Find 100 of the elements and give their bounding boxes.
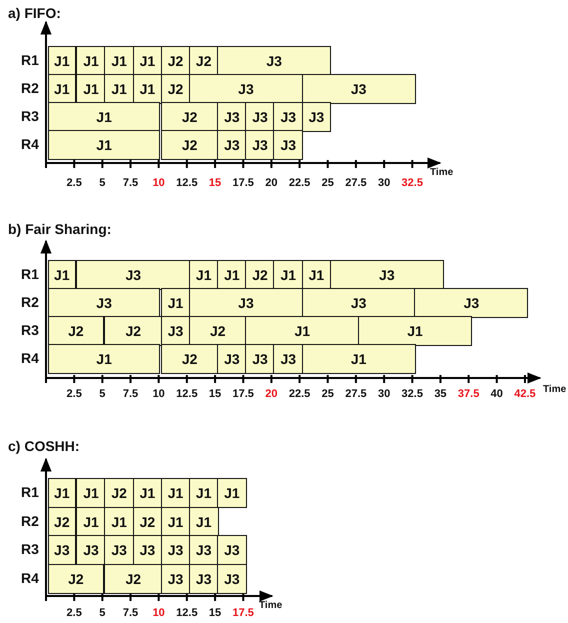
- tick-label: 5: [99, 389, 106, 400]
- axis-label: Time: [543, 385, 566, 395]
- tick-label: 7.5: [122, 389, 138, 400]
- task-block: J1: [132, 478, 162, 508]
- tick-label: 5: [99, 608, 106, 619]
- task-block: J2: [160, 130, 219, 160]
- task-block: J3: [273, 130, 304, 160]
- row-label: R1: [21, 485, 39, 500]
- panel-title: a) FIFO:: [8, 6, 61, 20]
- tick-label: 10: [152, 389, 165, 400]
- tick-label: 22.5: [288, 389, 310, 400]
- task-block: J2: [104, 564, 162, 594]
- tick-label: 20: [265, 178, 278, 189]
- tick-label: 5: [99, 178, 106, 189]
- task-block: J3: [76, 260, 190, 290]
- task-block: J3: [188, 74, 304, 104]
- task-block: J1: [188, 506, 219, 536]
- task-block: J3: [188, 535, 219, 565]
- task-block: J2: [160, 344, 219, 374]
- task-block: J1: [245, 316, 360, 346]
- task-block: J1: [104, 506, 134, 536]
- row-label: R1: [21, 267, 39, 281]
- task-block: J3: [76, 535, 106, 565]
- row-label: R2: [21, 295, 39, 309]
- row-label: R1: [21, 53, 39, 67]
- task-block: J3: [245, 130, 275, 160]
- row-label: R3: [21, 323, 39, 337]
- tick-label: 7.5: [122, 608, 138, 619]
- task-block: J1: [302, 344, 416, 374]
- tick-label: 17.5: [232, 389, 254, 400]
- task-block: J1: [48, 102, 160, 132]
- task-block: J3: [217, 344, 247, 374]
- task-block: J3: [188, 288, 304, 318]
- task-block: J1: [358, 316, 472, 346]
- row-label: R4: [21, 351, 39, 365]
- task-block: J1: [160, 288, 190, 318]
- task-block: J3: [160, 564, 190, 594]
- tick-label: 7.5: [122, 178, 138, 189]
- tick-label: 12.5: [176, 389, 198, 400]
- task-block: J1: [188, 478, 219, 508]
- task-block: J3: [48, 288, 160, 318]
- task-block: J2: [48, 506, 76, 536]
- task-block: J2: [104, 478, 134, 508]
- row-label: R4: [21, 137, 39, 151]
- task-block: J3: [217, 46, 332, 76]
- task-block: J3: [245, 344, 275, 374]
- task-block: J1: [273, 260, 304, 290]
- row-label: R2: [21, 514, 39, 528]
- task-block: J3: [217, 535, 247, 565]
- tick-label: 17.5: [232, 178, 254, 189]
- task-block: J1: [217, 478, 247, 508]
- task-block: J3: [217, 564, 247, 594]
- task-block: J1: [48, 74, 76, 104]
- tick-label: 22.5: [288, 178, 310, 189]
- axis-label: Time: [430, 168, 454, 178]
- task-block: J2: [188, 316, 247, 346]
- tick-label: 27.5: [345, 389, 367, 400]
- task-block: J3: [302, 288, 416, 318]
- tick-label: 40: [490, 389, 503, 400]
- task-block: J3: [302, 102, 332, 132]
- tick-label: 25: [322, 389, 334, 400]
- task-block: J3: [273, 344, 304, 374]
- tick-label: 15: [208, 608, 222, 619]
- task-block: J1: [48, 260, 76, 290]
- task-block: J2: [48, 316, 104, 346]
- tick-label: 2.5: [66, 178, 82, 189]
- row-label: R2: [21, 81, 39, 95]
- row-label: R3: [21, 542, 39, 556]
- task-block: J3: [302, 74, 416, 104]
- task-block: J3: [217, 130, 247, 160]
- panel-title: b) Fair Sharing:: [8, 222, 112, 236]
- tick-label: 37.5: [458, 389, 480, 400]
- tick-label: 15: [208, 389, 222, 400]
- tick-label: 30: [378, 178, 390, 189]
- tick-label: 10: [152, 178, 165, 189]
- tick-label: 42.5: [514, 389, 536, 400]
- task-block: J1: [104, 46, 134, 76]
- task-block: J2: [48, 564, 104, 594]
- tick-label: 27.5: [345, 178, 367, 189]
- task-block: J3: [330, 260, 444, 290]
- tick-label: 30: [378, 389, 390, 400]
- row-label: R4: [21, 570, 39, 585]
- tick-label: 25: [322, 178, 334, 189]
- task-block: J1: [48, 344, 160, 374]
- axis-label: Time: [259, 601, 282, 611]
- task-block: J3: [188, 564, 219, 594]
- tick-label: 32.5: [402, 178, 423, 189]
- task-block: J1: [160, 478, 190, 508]
- task-block: J3: [132, 535, 162, 565]
- tick-label: 12.5: [176, 608, 198, 619]
- task-block: J3: [160, 535, 190, 565]
- task-block: J3: [414, 288, 528, 318]
- tick-label: 35: [434, 389, 447, 400]
- panel-title: c) COSHH:: [8, 439, 80, 453]
- task-block: J1: [104, 74, 134, 104]
- task-block: J2: [104, 316, 162, 346]
- task-block: J1: [48, 46, 76, 76]
- tick-label: 2.5: [66, 608, 82, 619]
- task-block: J1: [48, 478, 76, 508]
- task-block: J2: [160, 102, 219, 132]
